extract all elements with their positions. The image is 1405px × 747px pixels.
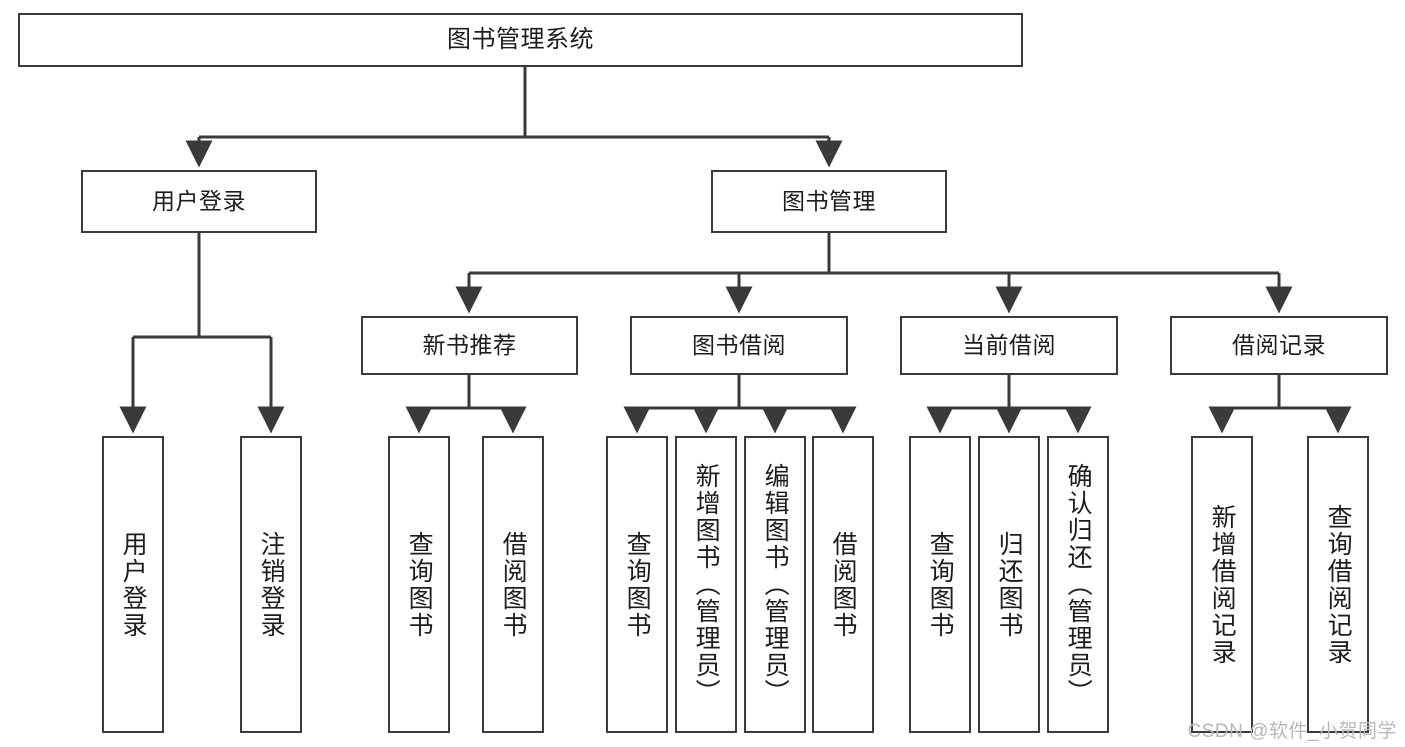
node-label: 借阅图书 xyxy=(499,530,528,639)
node-label: 新书推荐 xyxy=(422,332,517,359)
node-leaf-return-book[interactable]: 归还图书 xyxy=(978,436,1040,733)
node-label: 编辑图书（管理员） xyxy=(761,463,790,706)
node-user-login[interactable]: 用户登录 xyxy=(81,170,317,233)
node-leaf-add-borrow-record[interactable]: 新增借阅记录 xyxy=(1191,436,1253,733)
node-leaf-query-book-current[interactable]: 查询图书 xyxy=(909,436,971,733)
node-label: 借阅记录 xyxy=(1232,332,1326,359)
node-leaf-add-book-admin[interactable]: 新增图书（管理员） xyxy=(675,436,737,733)
node-label: 查询借阅记录 xyxy=(1324,503,1353,666)
node-new-book-recommend[interactable]: 新书推荐 xyxy=(361,316,578,375)
node-label: 图书管理系统 xyxy=(447,26,594,54)
node-label: 图书管理 xyxy=(782,188,876,215)
node-book-borrow[interactable]: 图书借阅 xyxy=(630,316,848,375)
node-label: 新增图书（管理员） xyxy=(692,463,721,706)
node-leaf-confirm-return-admin[interactable]: 确认归还（管理员） xyxy=(1047,436,1109,733)
node-current-borrow[interactable]: 当前借阅 xyxy=(900,316,1118,375)
node-label: 归还图书 xyxy=(995,530,1024,639)
node-label: 当前借阅 xyxy=(962,332,1056,359)
node-label: 确认归还（管理员） xyxy=(1064,463,1093,706)
node-label: 用户登录 xyxy=(119,530,148,639)
node-leaf-query-book-borrow[interactable]: 查询图书 xyxy=(606,436,668,733)
node-borrow-record[interactable]: 借阅记录 xyxy=(1170,316,1388,375)
node-leaf-borrow-book-recommend[interactable]: 借阅图书 xyxy=(482,436,544,733)
node-label: 查询图书 xyxy=(405,530,434,639)
csdn-watermark: CSDN @软件_小贺同学 xyxy=(1187,721,1397,742)
node-label: 新增借阅记录 xyxy=(1208,503,1237,666)
node-label: 用户登录 xyxy=(152,188,246,215)
node-book-management[interactable]: 图书管理 xyxy=(711,170,947,233)
node-label: 图书借阅 xyxy=(692,332,786,359)
node-leaf-logout[interactable]: 注销登录 xyxy=(240,436,302,733)
node-leaf-user-login[interactable]: 用户登录 xyxy=(102,436,164,733)
node-label: 借阅图书 xyxy=(829,530,858,639)
node-label: 查询图书 xyxy=(926,530,955,639)
node-leaf-query-borrow-record[interactable]: 查询借阅记录 xyxy=(1307,436,1369,733)
node-leaf-borrow-book[interactable]: 借阅图书 xyxy=(812,436,874,733)
node-root-book-management-system[interactable]: 图书管理系统 xyxy=(18,13,1023,67)
node-label: 注销登录 xyxy=(257,530,286,639)
node-leaf-edit-book-admin[interactable]: 编辑图书（管理员） xyxy=(744,436,806,733)
node-label: 查询图书 xyxy=(623,530,652,639)
node-leaf-query-book-recommend[interactable]: 查询图书 xyxy=(388,436,450,733)
